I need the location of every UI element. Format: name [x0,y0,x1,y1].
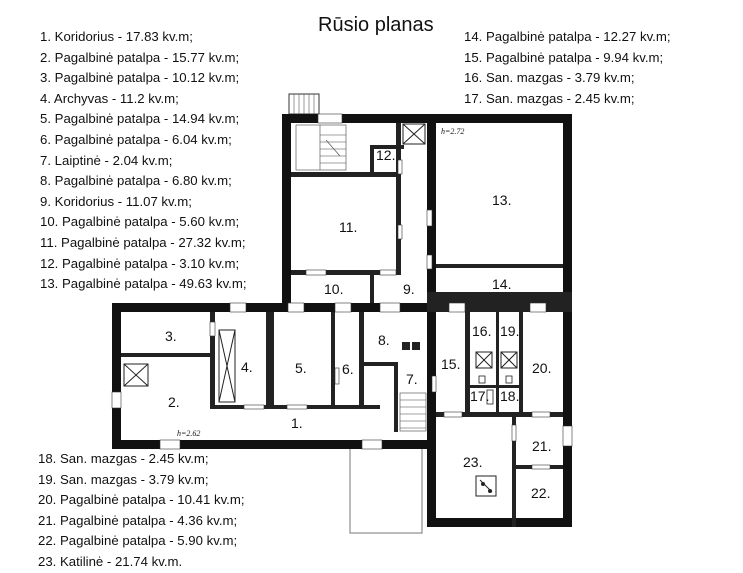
room-label-19: 19. [500,323,519,339]
room-label-12: 12. [376,147,395,163]
fixtures [402,342,512,404]
height-note-lower: h=2.62 [177,429,200,438]
room-label-13: 13. [492,192,511,208]
room-label-1: 1. [291,415,303,431]
room-label-9: 9. [403,281,415,297]
exterior-ramp [350,445,422,533]
room-label-10: 10. [324,281,343,297]
exterior-stair-top [289,94,319,114]
room-label-3: 3. [165,328,177,344]
room-label-18: 18. [500,388,519,404]
room-label-7: 7. [406,371,418,387]
room-label-15: 15. [441,356,460,372]
room-label-4: 4. [241,359,253,375]
room-label-20: 20. [532,360,551,376]
room-label-5: 5. [295,360,307,376]
room-label-23: 23. [463,454,482,470]
room-label-17: 17. [470,388,489,404]
room-label-21: 21. [532,438,551,454]
room-label-16: 16. [472,323,491,339]
room-label-8: 8. [378,332,390,348]
room-label-2: 2. [168,394,180,410]
height-note-upper: h=2.72 [441,127,464,136]
room-label-14: 14. [492,276,511,292]
room-label-11: 11. [339,219,357,235]
room-label-22: 22. [531,485,550,501]
room-label-6: 6. [342,361,354,377]
